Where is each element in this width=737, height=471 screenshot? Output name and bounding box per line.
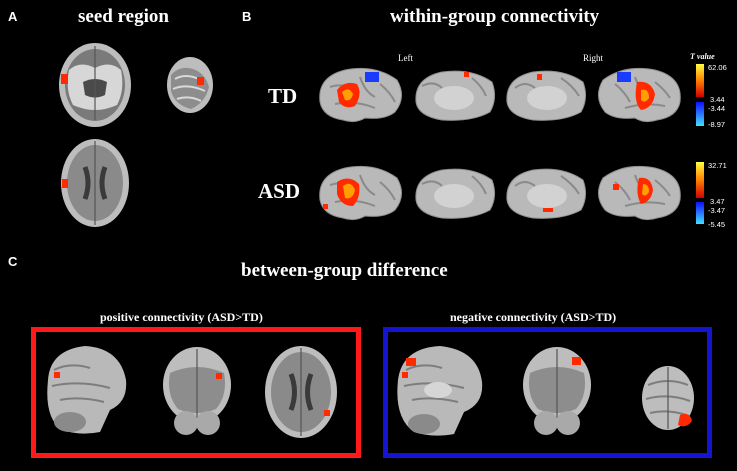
negative-coronal-slice bbox=[523, 347, 591, 435]
td-colorbar-neg-threshold: -3.44 bbox=[708, 104, 726, 113]
asd-left-lateral-brain bbox=[319, 165, 402, 221]
between-group-title: between-group difference bbox=[241, 260, 448, 281]
asd-colorbar-max: 32.71 bbox=[708, 161, 727, 170]
left-hemisphere-label: Left bbox=[398, 53, 413, 63]
td-right-lateral-brain bbox=[598, 67, 681, 123]
asd-colorbar bbox=[696, 162, 704, 224]
within-group-title: within-group connectivity bbox=[390, 6, 600, 27]
positive-connectivity-title: positive connectivity (ASD>TD) bbox=[100, 310, 263, 324]
panel-label-b: B bbox=[242, 9, 252, 24]
td-colorbar-min: -8.97 bbox=[708, 120, 726, 129]
asd-colorbar-pos-threshold: 3.47 bbox=[710, 197, 725, 206]
positive-connectivity-box bbox=[31, 327, 361, 458]
asd-colorbar-neg-threshold: -3.47 bbox=[708, 206, 726, 215]
positive-coronal-slice bbox=[163, 347, 231, 435]
positive-axial-slice bbox=[265, 346, 337, 438]
panel-label-c: C bbox=[8, 254, 18, 269]
asd-right-medial-brain bbox=[506, 168, 587, 219]
td-colorbar bbox=[696, 64, 704, 126]
td-colorbar-pos-threshold: 3.44 bbox=[710, 95, 725, 104]
positive-sagittal-slice bbox=[47, 346, 127, 434]
asd-label: ASD bbox=[258, 179, 301, 203]
td-colorbar-max: 62.06 bbox=[708, 63, 727, 72]
td-right-medial-brain bbox=[506, 70, 587, 121]
seed-region-title: seed region bbox=[78, 6, 169, 27]
td-label: TD bbox=[268, 84, 298, 108]
t-value-label: T value bbox=[690, 52, 715, 61]
seed-axial-slice bbox=[61, 139, 129, 227]
td-left-lateral-brain bbox=[319, 67, 402, 123]
negative-axial-slice bbox=[642, 366, 694, 430]
negative-sagittal-slice bbox=[397, 346, 483, 436]
asd-colorbar-min: -5.45 bbox=[708, 220, 726, 229]
negative-connectivity-title: negative connectivity (ASD>TD) bbox=[450, 310, 617, 324]
seed-sagittal-slice bbox=[167, 57, 213, 113]
asd-right-lateral-brain bbox=[598, 165, 681, 221]
seed-coronal-slice bbox=[59, 43, 131, 127]
asd-left-medial-brain bbox=[415, 168, 496, 219]
right-hemisphere-label: Right bbox=[583, 53, 604, 63]
panel-label-a: A bbox=[8, 9, 18, 24]
negative-connectivity-box bbox=[383, 327, 712, 458]
td-left-medial-brain bbox=[415, 70, 496, 121]
